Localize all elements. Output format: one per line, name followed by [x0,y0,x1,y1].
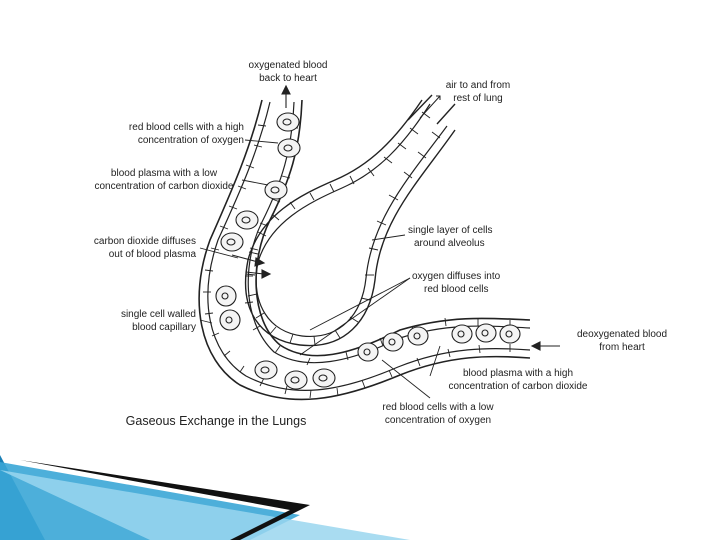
co2-arrowhead-2-icon [261,269,272,279]
co2-diffusion-arrow-1-icon [231,254,259,263]
label-plasma-high-line2: concentration of carbon dioxide [449,381,588,392]
alveolus-outer-wall [244,99,456,347]
label-oxygen-line1: oxygen diffuses into [412,271,501,282]
label-single-layer-line1: single layer of cells [408,225,492,236]
leader-lines [199,139,441,399]
label-capillary-line2: blood capillary [132,322,196,333]
label-capillary-line1: single cell walled [121,309,196,320]
capillary-outer-wall-2 [207,101,531,391]
label-single-layer-line2: around alveolus [414,238,485,249]
label-plasma-low-line1: blood plasma with a low [111,168,218,179]
label-plasma-low-line2: concentration of carbon dioxide [95,181,234,192]
deoxygenated-arrowhead-icon [530,341,541,351]
label-oxygenated-line1: oxygenated blood [249,60,328,71]
label-air-line2: rest of lung [453,93,502,104]
oxygenated-arrowhead-icon [281,84,291,95]
label-oxygenated-line2: back to heart [259,73,317,84]
airway-right-wall [436,103,456,125]
label-plasma-high-line1: blood plasma with a high [463,368,573,379]
label-co2-line2: out of blood plasma [109,249,197,260]
air-arrow-icon [419,95,441,119]
label-rbc-low-line2: concentration of oxygen [385,415,491,426]
airway-left-wall [407,94,433,121]
label-air-line1: air to and from [446,80,510,91]
co2-diffusion-arrow-2-icon [245,271,265,275]
label-co2-line1: carbon dioxide diffuses [94,236,196,247]
label-rbc-high-line1: red blood cells with a high [129,122,244,133]
diagram-caption: Gaseous Exchange in the Lungs [126,414,307,428]
flow-arrows [231,84,560,351]
red-blood-cells [215,112,521,390]
co2-arrowhead-1-icon [254,257,266,267]
label-oxygen-line2: red blood cells [424,284,488,295]
diagram-labels: oxygenated blood back to heart air to an… [94,60,667,428]
label-rbc-high-line2: concentration of oxygen [138,135,244,146]
alveolus-inner-wall [255,103,448,337]
label-rbc-low-line1: red blood cells with a low [382,402,494,413]
slide-swoosh-decoration [0,455,410,540]
label-deoxygenated-line1: deoxygenated blood [577,329,667,340]
label-deoxygenated-line2: from heart [599,342,645,353]
alveolus-wall-cells [245,111,441,346]
